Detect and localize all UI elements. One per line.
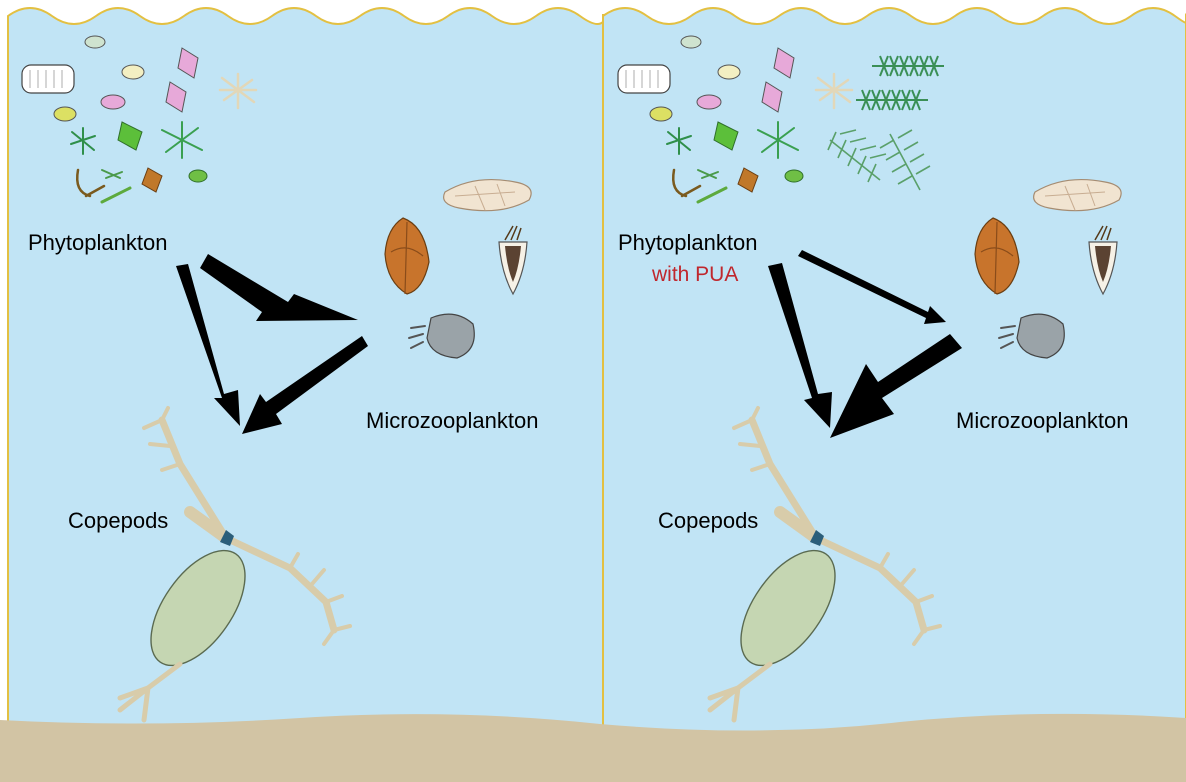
copepods-label: Copepods xyxy=(658,510,758,532)
copepods-label: Copepods xyxy=(68,510,168,532)
microzooplankton-label: Microzooplankton xyxy=(956,410,1128,432)
right-panel-water xyxy=(603,8,1186,782)
microzooplankton-label: Microzooplankton xyxy=(366,410,538,432)
pua-qualifier-label: with PUA xyxy=(652,264,738,285)
sediment-floor xyxy=(0,714,1186,782)
phytoplankton-label: Phytoplankton xyxy=(28,232,167,254)
phytoplankton-label: Phytoplankton xyxy=(618,232,757,254)
left-panel-water xyxy=(8,8,606,782)
